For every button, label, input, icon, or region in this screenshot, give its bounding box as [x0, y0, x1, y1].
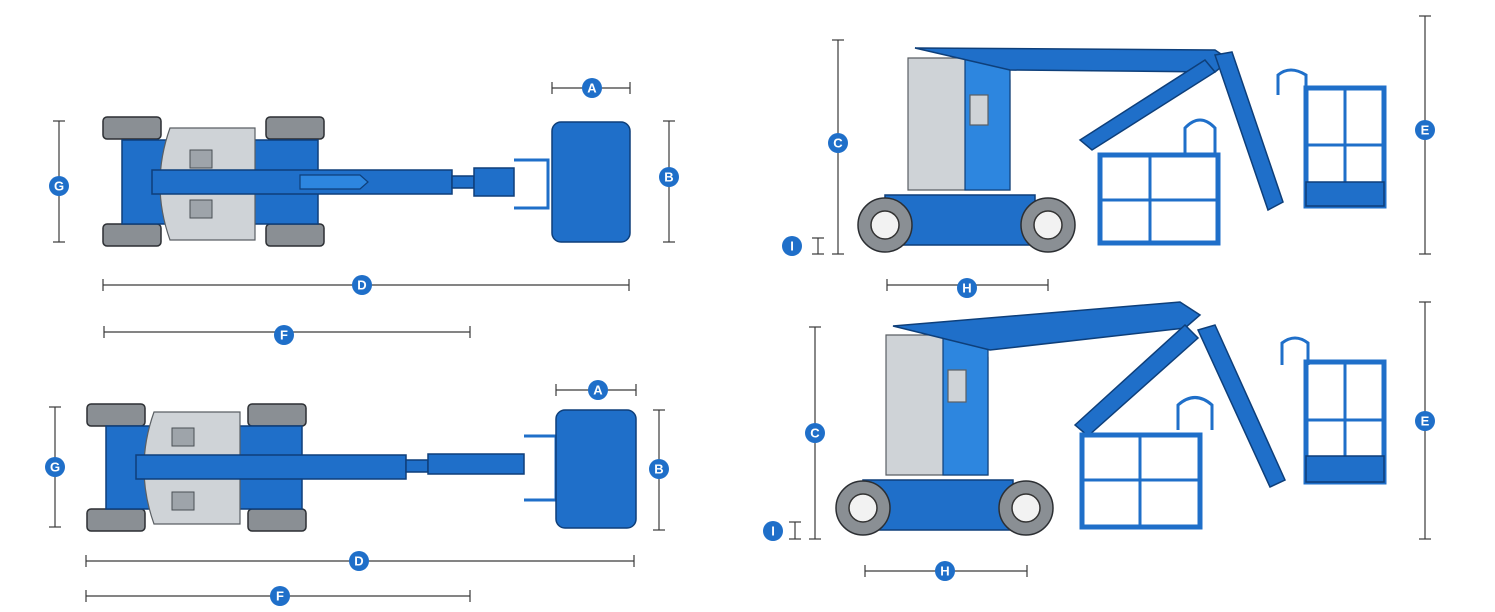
svg-text:H: H	[940, 564, 949, 579]
svg-text:G: G	[50, 460, 60, 475]
badge-i-side-2: I	[763, 521, 783, 541]
badge-e-side-2: E	[1415, 411, 1435, 431]
side-view-2-mid-boom	[1073, 323, 1200, 437]
svg-text:B: B	[664, 170, 673, 185]
badge-d-top-2: D	[349, 551, 369, 571]
badge-h-side-1: H	[957, 278, 977, 298]
side-view-2	[835, 301, 1387, 536]
badge-i-side-1: I	[782, 236, 802, 256]
svg-text:H: H	[962, 281, 971, 296]
svg-text:E: E	[1421, 123, 1430, 138]
badge-a-top-2: A	[588, 380, 608, 400]
side-view-2-basket-stowed	[1079, 396, 1214, 530]
side-view-1-jib	[1214, 51, 1284, 212]
side-view-1-basket-stowed	[1097, 118, 1221, 246]
badge-c-side-2: C	[805, 423, 825, 443]
top-view-2-tires	[86, 403, 307, 532]
svg-text:C: C	[833, 136, 843, 151]
side-view-2-upper-boom	[892, 301, 1202, 351]
badge-c-side-1: C	[828, 133, 848, 153]
top-view-2-boom	[135, 454, 407, 480]
badge-a-top-1: A	[582, 78, 602, 98]
svg-text:E: E	[1421, 414, 1430, 429]
badge-f-top-2: F	[270, 586, 290, 606]
svg-text:B: B	[654, 462, 663, 477]
badge-f-top-1: F	[274, 325, 294, 345]
side-view-2-jib	[1196, 324, 1286, 488]
svg-text:I: I	[771, 524, 775, 539]
badge-b-top-1: B	[659, 167, 679, 187]
badge-b-top-2: B	[649, 459, 669, 479]
badge-g-top-1: G	[49, 176, 69, 196]
side-view-1-basket-raised	[1276, 68, 1387, 209]
badge-d-top-1: D	[352, 275, 372, 295]
svg-text:A: A	[593, 383, 603, 398]
badge-e-side-1: E	[1415, 120, 1435, 140]
side-view-1-mid-boom	[1078, 59, 1217, 151]
top-view-2-platform	[555, 409, 637, 529]
svg-text:F: F	[276, 589, 284, 604]
badge-h-side-2: H	[935, 561, 955, 581]
top-view-1-platform	[551, 121, 631, 243]
svg-text:C: C	[810, 426, 820, 441]
top-view-stowed	[102, 116, 631, 247]
dimension-badges: A B G D F A B G D F C E I H C E I H	[45, 78, 1435, 606]
svg-text:D: D	[354, 554, 363, 569]
svg-text:G: G	[54, 179, 64, 194]
badge-g-top-2: G	[45, 457, 65, 477]
side-view-1	[857, 47, 1387, 253]
svg-text:A: A	[587, 81, 597, 96]
svg-text:F: F	[280, 328, 288, 343]
svg-text:D: D	[357, 278, 366, 293]
top-view-1-tires	[102, 116, 325, 247]
svg-text:I: I	[790, 239, 794, 254]
side-view-2-basket-raised	[1280, 336, 1387, 485]
top-view-extended	[86, 403, 637, 532]
